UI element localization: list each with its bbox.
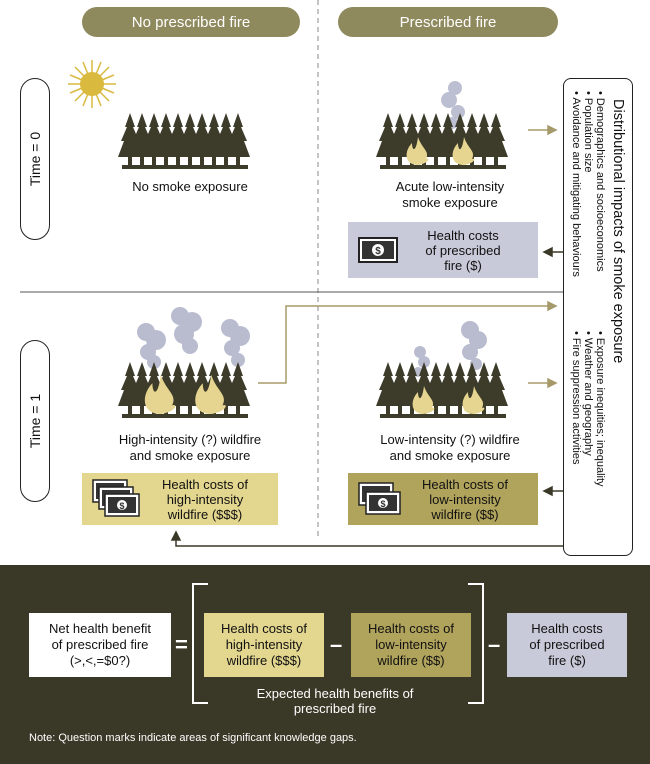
- sun-icon: [68, 60, 116, 108]
- forest-low-intensity: [376, 321, 508, 418]
- minus-sign-2: –: [488, 632, 501, 657]
- money-pair-icon: $: [358, 482, 401, 515]
- forest-illustrations: [68, 60, 508, 418]
- list-item: Population size: [582, 91, 594, 277]
- equation-brackets: [192, 583, 484, 704]
- list-item: Weather and geography: [582, 331, 594, 487]
- header-prescribed-fire: Prescribed fire: [338, 7, 558, 37]
- minus-sign-1: –: [330, 632, 343, 657]
- svg-text:$: $: [119, 501, 124, 511]
- distributional-title: Distributional impacts of smoke exposure: [610, 99, 626, 364]
- list-item: Fire suppression activities: [570, 331, 582, 487]
- list-item: Demographics and socioeconomics: [594, 91, 606, 277]
- list-item: Avoidance and mitigating behaviours: [570, 91, 582, 277]
- svg-text:$: $: [375, 246, 381, 257]
- money-stack-icon: $: [92, 479, 140, 517]
- distributional-impacts-box: Distributional impacts of smoke exposure…: [563, 78, 633, 556]
- distributional-list-1: Demographics and socioeconomics Populati…: [570, 91, 606, 277]
- time-1-label: Time = 1: [20, 340, 50, 502]
- forest-high-intensity: [118, 307, 250, 418]
- distributional-list-2: Exposure inequities; inequality Weather …: [570, 331, 606, 487]
- list-item: Exposure inequities; inequality: [594, 331, 606, 487]
- header-no-prescribed-fire: No prescribed fire: [82, 7, 300, 37]
- time-0-label: Time = 0: [20, 78, 50, 240]
- forest-acute-smoke: [376, 81, 508, 169]
- forest-no-smoke: [118, 113, 250, 169]
- svg-text:$: $: [380, 499, 385, 509]
- equals-sign: =: [175, 632, 188, 657]
- frame-lines: [20, 0, 620, 556]
- money-icon: $: [358, 237, 398, 263]
- footnote: Note: Question marks indicate areas of s…: [29, 732, 357, 744]
- caption-no-smoke: No smoke exposure: [132, 179, 248, 194]
